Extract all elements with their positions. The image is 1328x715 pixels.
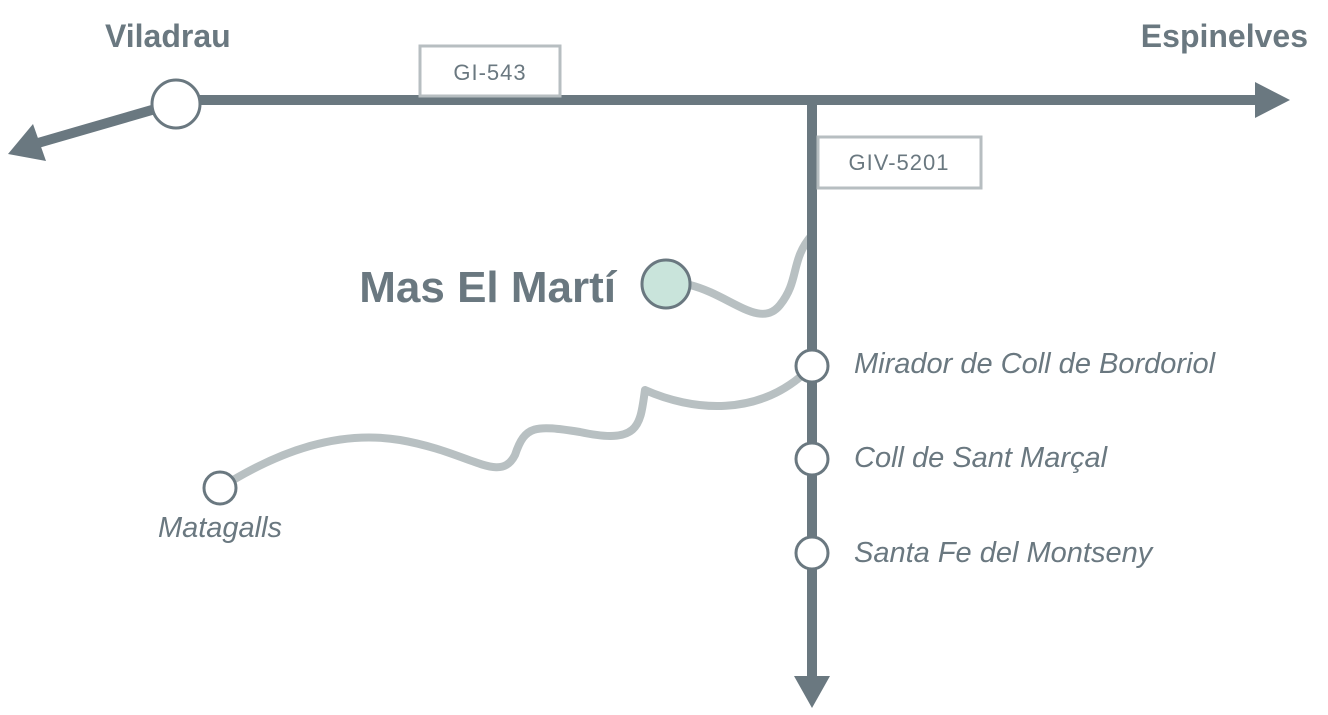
road-sign-main: GI-543 <box>418 44 562 98</box>
stop-label-coll-sant-marcal: Coll de Sant Marçal <box>854 442 1109 474</box>
stop-label-mirador: Mirador de Coll de Bordoriol <box>854 348 1217 380</box>
arrow-left-icon <box>8 124 46 161</box>
viladrau-marker[interactable] <box>150 78 202 130</box>
peak-label-matagalls: Matagalls <box>158 512 282 544</box>
town-label-espinelves: Espinelves <box>1141 18 1308 54</box>
town-label-viladrau: Viladrau <box>105 18 231 54</box>
destination-marker[interactable] <box>640 258 692 310</box>
stop-marker-coll-sant-marcal[interactable] <box>794 441 830 477</box>
arrow-right-icon <box>1255 82 1290 118</box>
path-to-mas-el-marti <box>686 231 816 318</box>
road-sign-main-label: GI-543 <box>453 60 526 85</box>
road-sign-branch: GIV-5201 <box>816 135 983 190</box>
arrow-down-icon <box>794 676 830 708</box>
path-to-matagalls <box>216 362 816 492</box>
road-sign-branch-label: GIV-5201 <box>849 150 950 175</box>
stop-label-santa-fe: Santa Fe del Montseny <box>854 537 1154 569</box>
stop-marker-santa-fe[interactable] <box>794 535 830 571</box>
destination-label: Mas El Martí <box>359 263 618 312</box>
matagalls-marker[interactable] <box>202 470 238 506</box>
stop-marker-mirador[interactable] <box>794 348 830 384</box>
